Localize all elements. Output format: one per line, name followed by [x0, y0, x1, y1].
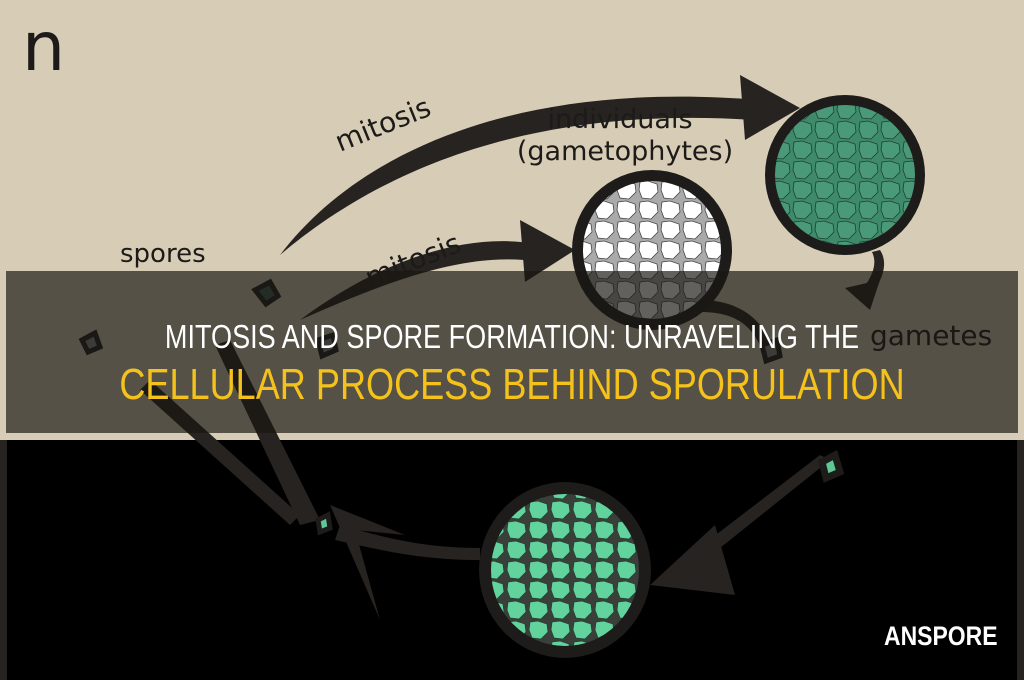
title-overlay: [6, 271, 1018, 433]
arrow-mitosis-mid: [300, 241, 540, 320]
label-spores: spores: [120, 239, 206, 269]
arrow-mitosis-top: [280, 96, 760, 255]
title-line-1: MITOSIS AND SPORE FORMATION: UNRAVELING …: [164, 318, 860, 355]
ploidy-label: n: [22, 8, 65, 87]
brand-logo: ANSPORE: [884, 621, 998, 651]
label-individuals: individuals: [547, 104, 692, 135]
title-line-2: CELLULAR PROCESS BEHIND SPORULATION: [119, 360, 905, 409]
label-gametophytes: (gametophytes): [517, 136, 733, 167]
arrowhead: [740, 75, 800, 140]
